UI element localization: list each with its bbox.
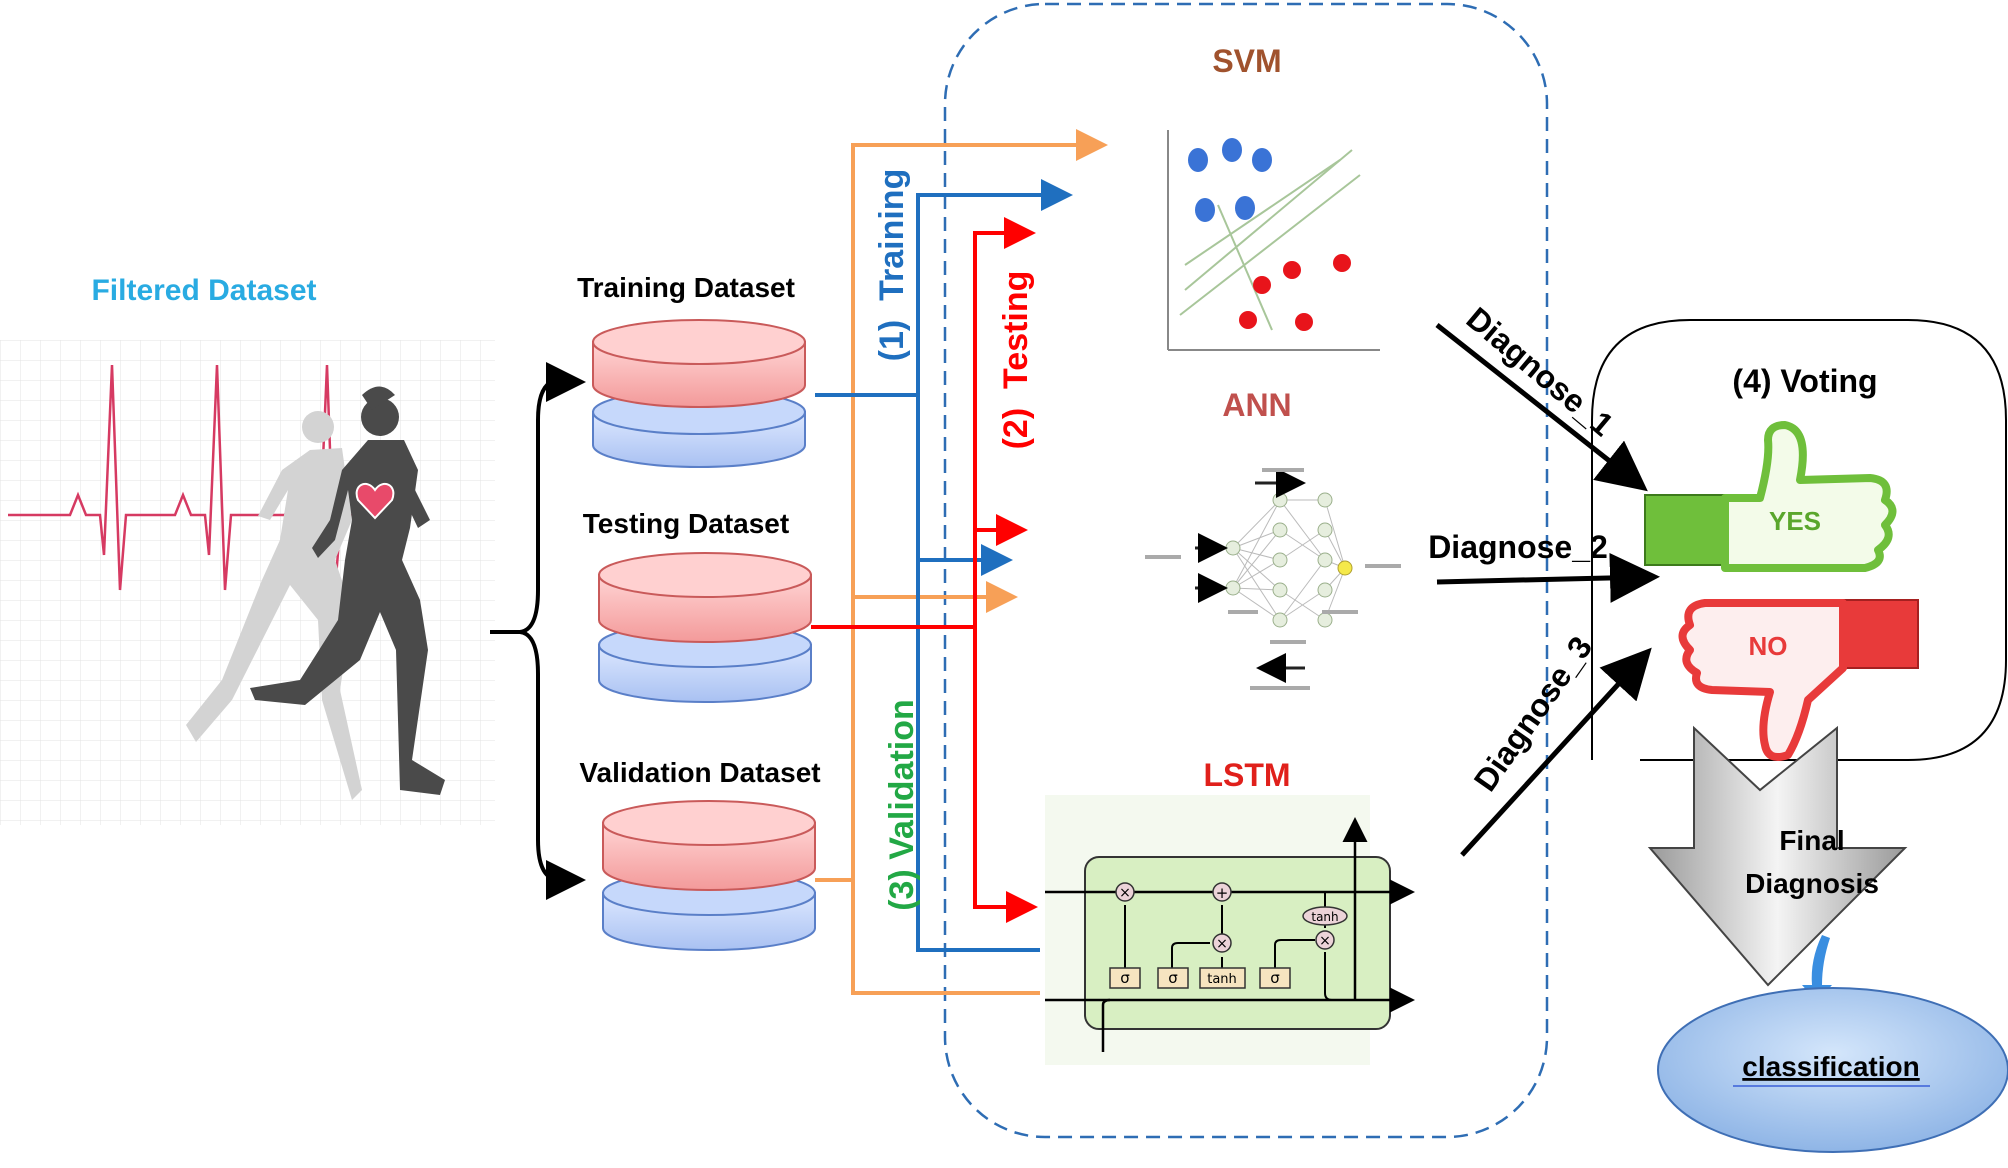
classification-ellipse: [1657, 987, 2008, 1153]
testing-phase-label: (2) Testing: [997, 271, 1035, 450]
lstm-cell-image: σ σ tanh σ × + × × tanh: [1045, 795, 1415, 1065]
testing-connectors: [811, 217, 1038, 923]
svm-title: SVM: [1212, 43, 1281, 79]
svg-text:×: ×: [1319, 933, 1331, 949]
voting-frame: [1591, 319, 2007, 761]
diagnose-1-label: Diagnose_1: [1460, 300, 1621, 443]
diagnose-1-arrow: [1435, 323, 1648, 492]
filtered-dataset-title: Filtered Dataset: [91, 274, 316, 307]
training-dataset-label: Training Dataset: [577, 272, 795, 303]
validation-connectors: [815, 129, 1108, 995]
voting-title: (4) Voting: [1732, 363, 1877, 399]
diagnose-3-label: Diagnose_3: [1467, 630, 1600, 798]
thumbs-down-no-icon: NO: [1678, 599, 1919, 761]
svg-text:+: +: [1216, 884, 1229, 902]
training-phase-label: (1) Training: [873, 169, 911, 362]
yes-label: YES: [1769, 506, 1821, 536]
classification-label: classification: [1742, 1051, 1919, 1082]
svg-text:σ: σ: [1270, 969, 1280, 987]
lstm-title: LSTM: [1203, 757, 1290, 793]
final-diagnosis-line2: Diagnosis: [1745, 868, 1879, 899]
diagnose-3-arrow: [1460, 647, 1652, 857]
final-diagnosis-arrow: [1647, 725, 1908, 987]
svg-text:×: ×: [1119, 885, 1131, 901]
heart-icon: [355, 482, 395, 520]
diagnose-2-label: Diagnose_2: [1428, 529, 1608, 565]
dataset-split-brace: [519, 378, 561, 882]
final-diagnosis-line1: Final: [1779, 825, 1844, 856]
training-dataset-cylinder: [592, 319, 806, 468]
validation-dataset-cylinder: [602, 800, 816, 951]
validation-dataset-label: Validation Dataset: [579, 757, 820, 788]
down-curve-arrow-icon: [1802, 935, 1832, 1002]
validation-phase-label: (3) Validation: [883, 699, 921, 911]
testing-dataset-cylinder: [598, 552, 812, 703]
svg-text:×: ×: [1216, 936, 1228, 952]
testing-dataset-label: Testing Dataset: [583, 508, 789, 539]
svg-text:σ: σ: [1120, 969, 1130, 987]
diagnose-2-arrow: [1436, 552, 1660, 603]
svm-scatter-image: [1167, 130, 1380, 351]
svg-text:σ: σ: [1168, 969, 1178, 987]
no-label: NO: [1749, 631, 1788, 661]
ann-network-image: [1145, 468, 1401, 690]
models-frame: [943, 2, 1549, 1139]
ecg-runner-image: [0, 340, 495, 825]
thumbs-up-yes-icon: YES: [1644, 421, 1897, 572]
ann-title: ANN: [1222, 387, 1291, 423]
svg-text:tanh: tanh: [1207, 972, 1237, 987]
training-connectors: [815, 179, 1073, 952]
svg-text:tanh: tanh: [1311, 910, 1338, 924]
